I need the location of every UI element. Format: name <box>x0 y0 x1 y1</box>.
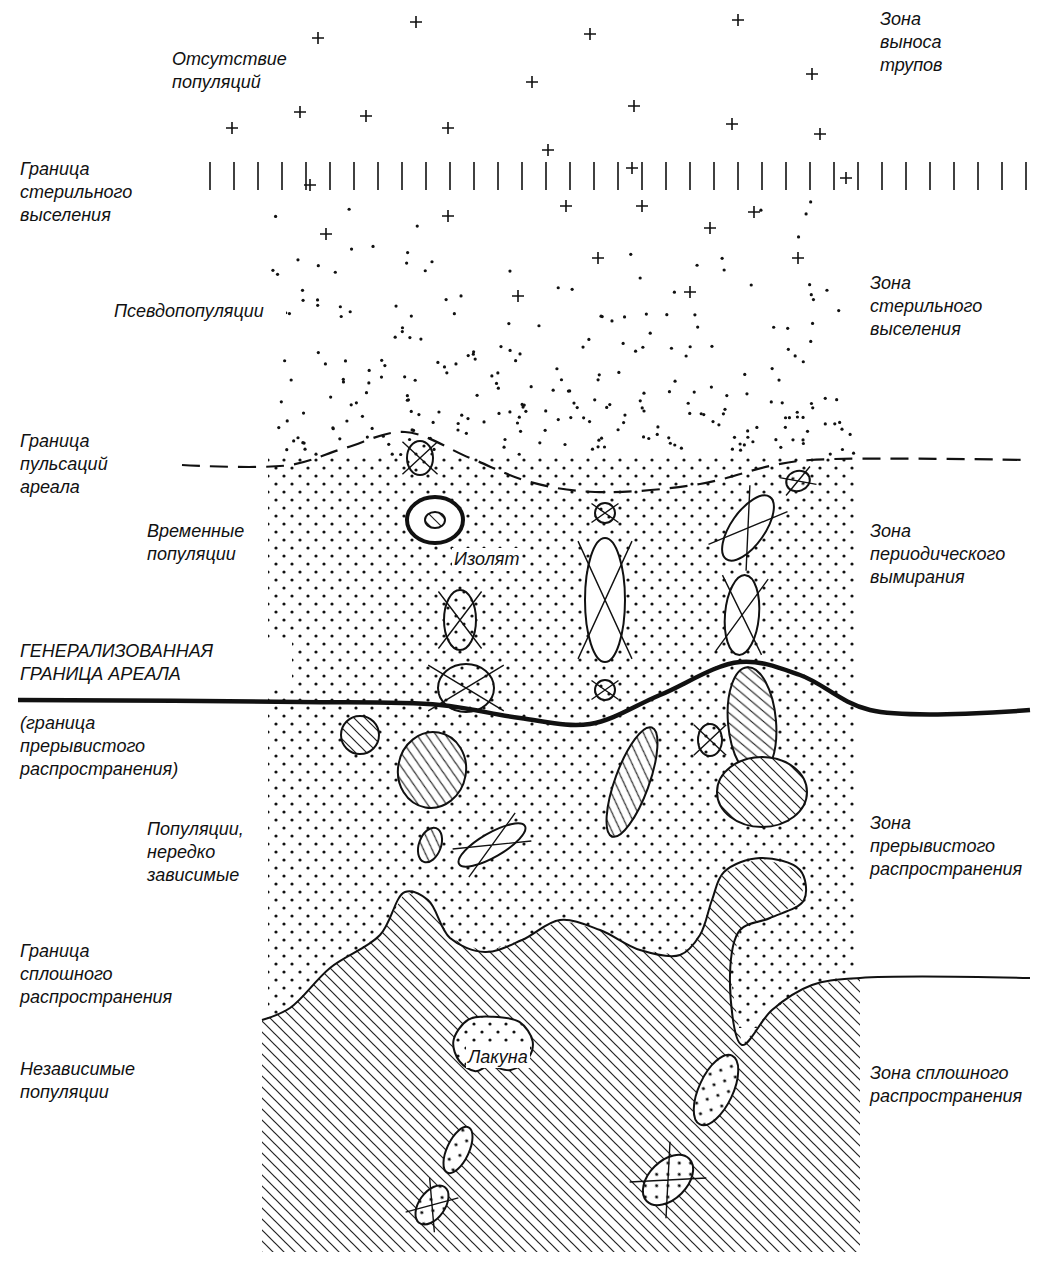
population-ellipse <box>694 724 726 756</box>
population-ellipse <box>414 824 447 865</box>
population-ellipse <box>341 716 379 754</box>
zone-label: Изолят <box>452 548 521 571</box>
zone-label: Зона сплошного распространения <box>868 1062 1022 1108</box>
populations <box>341 441 817 1233</box>
zone-label: Граница сплошного распространения <box>18 940 187 1009</box>
population-ellipse <box>578 538 632 662</box>
sterile-boundary <box>210 162 1026 190</box>
population-ellipse <box>716 573 769 657</box>
population-ellipse <box>717 757 807 827</box>
zone-label: Псевдопопуляции <box>112 300 286 323</box>
population-ellipse <box>629 1141 708 1220</box>
zone-label: (граница прерывистого распространения) <box>18 712 187 781</box>
zone-label: Популяции, нередко зависимые <box>145 818 267 887</box>
population-ellipse <box>779 466 816 496</box>
zone-label: Зона стерильного выселения <box>868 272 1012 341</box>
sparse-dots <box>271 200 855 456</box>
population-ellipse <box>592 503 619 523</box>
zone-label: Граница пульсаций ареала <box>18 430 172 499</box>
population-ellipse <box>451 812 533 878</box>
carcass-marks <box>226 14 852 302</box>
zone-label: Независимые популяции <box>18 1058 162 1104</box>
zone-label: Зона прерывистого распространения <box>868 812 1032 881</box>
zone-label: Отсутствие популяций <box>170 48 314 94</box>
population-ellipse <box>402 441 437 475</box>
population-ellipse <box>707 484 788 573</box>
isolate-symbol <box>407 497 463 543</box>
population-ellipse <box>685 1048 748 1131</box>
continuous-zone <box>262 858 1030 1252</box>
zone-label: ГЕНЕРАЛИЗОВАННАЯ ГРАНИЦА АРЕАЛА <box>18 640 292 686</box>
zone-label: Временные популяции <box>145 520 267 566</box>
lacuna-label: Лакуна <box>466 1046 530 1068</box>
population-ellipse <box>405 1177 459 1233</box>
zone-label: Зона выноса трупов <box>878 8 982 77</box>
zone-label: Граница стерильного выселения <box>18 158 157 227</box>
population-ellipse <box>438 590 481 650</box>
pulsation-boundary <box>182 432 1030 492</box>
population-ellipse <box>437 1123 478 1178</box>
population-ellipse <box>596 722 668 843</box>
lacuna-area: Лакуна <box>446 1012 540 1076</box>
population-ellipse <box>392 727 472 814</box>
zone-label: Зона периодического вымирания <box>868 520 1032 589</box>
population-ellipse <box>592 680 619 700</box>
